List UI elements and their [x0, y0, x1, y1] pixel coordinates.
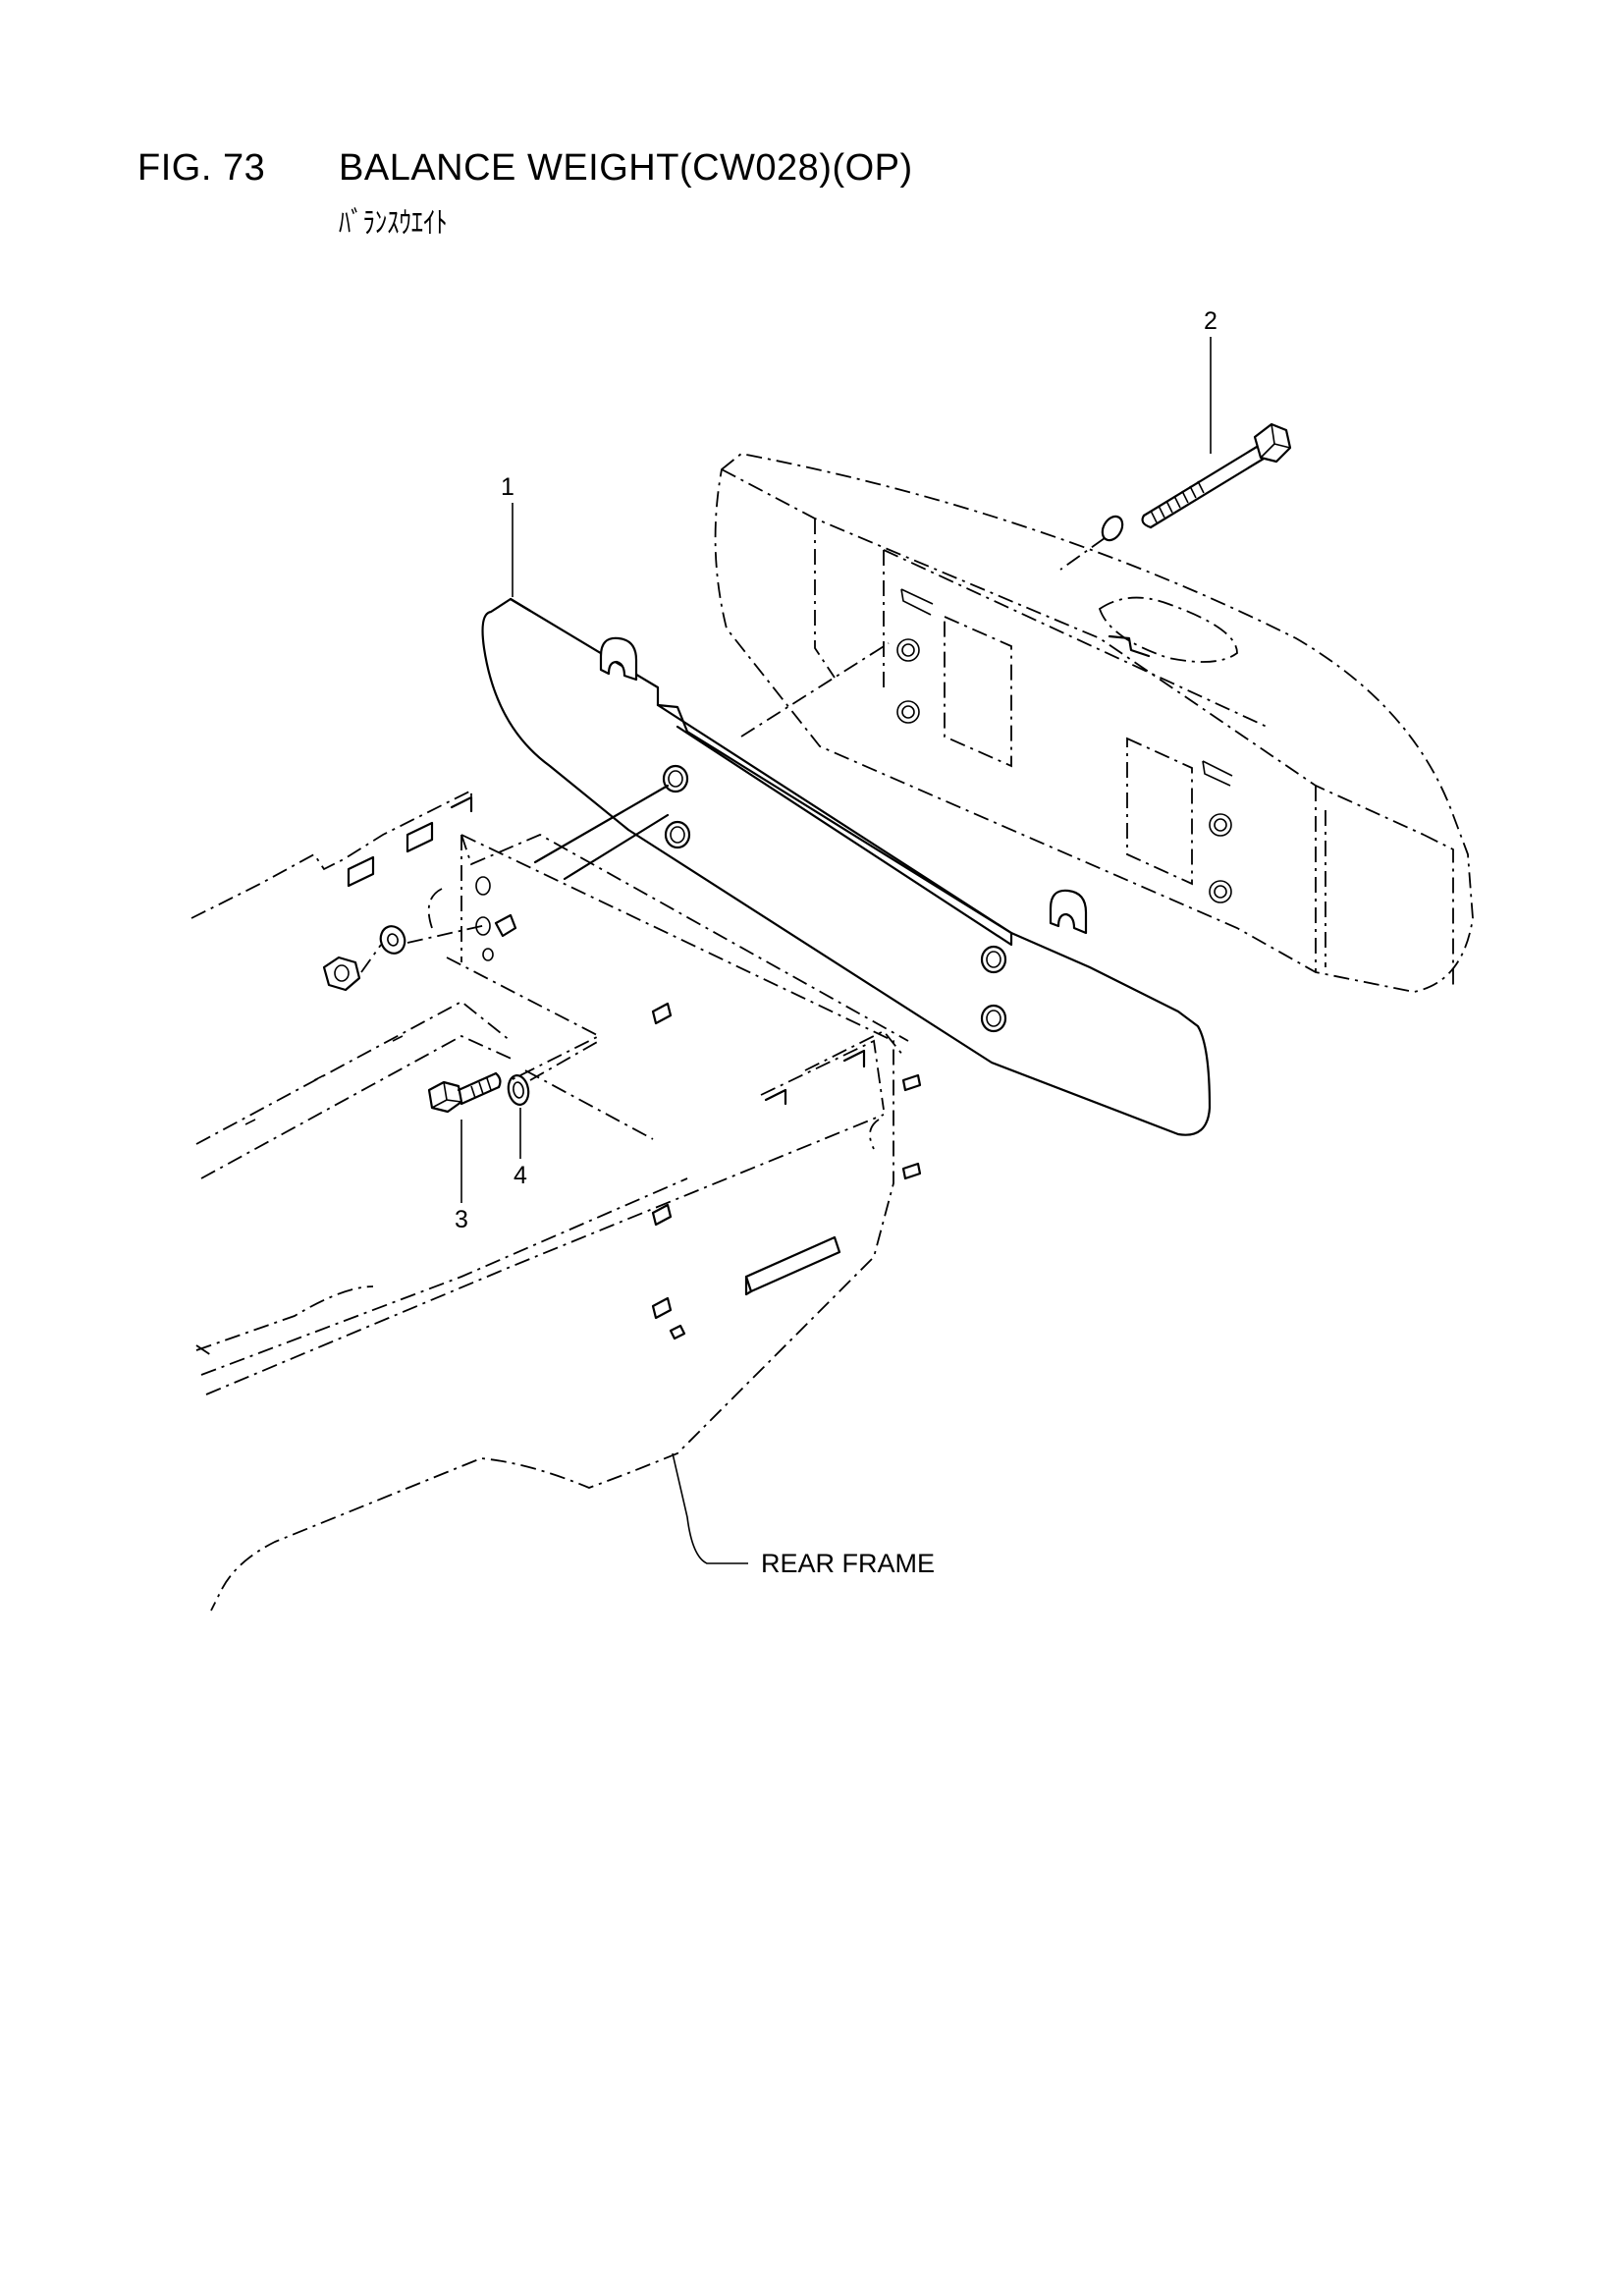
counterweight-1	[481, 597, 1212, 1136]
bolt-2	[1059, 422, 1292, 571]
nut-and-washer	[322, 925, 406, 992]
leader-lines	[460, 337, 1212, 1564]
figure-number: FIG. 73	[137, 147, 266, 189]
callout-2: 2	[1204, 307, 1217, 335]
figure-subtitle: ﾊﾞﾗﾝｽｳｴｲﾄ	[339, 206, 448, 241]
callout-3: 3	[455, 1206, 468, 1233]
rear-frame-label: REAR FRAME	[761, 1549, 935, 1578]
figure-title: BALANCE WEIGHT(CW028)(OP)	[339, 147, 913, 189]
callout-1: 1	[501, 473, 514, 501]
callout-4: 4	[514, 1162, 527, 1189]
rear-frame-phantom	[190, 789, 922, 1612]
bolt-3-and-washer-4	[427, 1040, 600, 1114]
alignment-lines	[406, 642, 890, 1140]
rear-counterweight-phantom	[714, 453, 1474, 993]
